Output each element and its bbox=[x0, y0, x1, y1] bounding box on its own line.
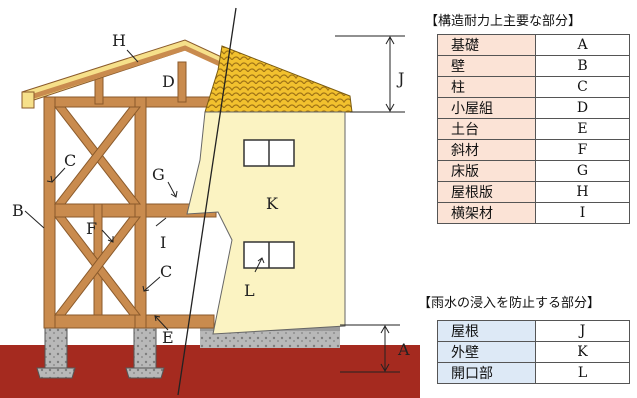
brace-lower-b bbox=[53, 216, 142, 316]
post-upper-right bbox=[177, 61, 187, 103]
label-e: E bbox=[162, 328, 174, 347]
label-g: G bbox=[152, 165, 165, 184]
part-code: K bbox=[535, 341, 630, 363]
dimension-j bbox=[335, 35, 405, 113]
gravel-strip bbox=[200, 330, 340, 348]
post-left bbox=[43, 96, 56, 329]
top-plate bbox=[43, 96, 215, 108]
structural-table-title: 【構造耐力上主要な部分】 bbox=[425, 14, 582, 29]
exterior-wall bbox=[186, 111, 346, 335]
part-code: E bbox=[535, 118, 630, 140]
part-code: J bbox=[535, 320, 630, 342]
part-code: D bbox=[535, 97, 630, 119]
roof-frame bbox=[21, 39, 229, 109]
part-name: 基礎 bbox=[437, 34, 536, 56]
part-name: 柱 bbox=[437, 76, 536, 98]
tiled-roof bbox=[204, 45, 353, 113]
part-name: 横架材 bbox=[437, 202, 536, 224]
label-h: H bbox=[112, 31, 126, 50]
cut-line bbox=[177, 7, 237, 396]
part-code: G bbox=[535, 160, 630, 182]
part-name: 土台 bbox=[437, 118, 536, 140]
label-a: A bbox=[397, 340, 410, 359]
dimension-a bbox=[340, 324, 400, 373]
label-b: B bbox=[12, 201, 24, 220]
part-code: C bbox=[535, 76, 630, 98]
window-upper bbox=[243, 139, 295, 167]
label-d: D bbox=[162, 72, 175, 91]
part-name: 小屋組 bbox=[437, 97, 536, 119]
rain-table-title: 【雨水の浸入を防止する部分】 bbox=[418, 296, 601, 311]
foundation-footing-center bbox=[125, 327, 165, 379]
foundation-footing-left bbox=[36, 327, 76, 379]
window-lower bbox=[243, 241, 295, 269]
part-code: I bbox=[535, 202, 630, 224]
post-center bbox=[134, 96, 147, 329]
part-name: 屋根 bbox=[437, 320, 536, 342]
label-c-lower: C bbox=[160, 262, 172, 281]
house-structure-diagram: H D C G B I F C E K L J A bbox=[0, 7, 420, 398]
part-code: H bbox=[535, 181, 630, 203]
part-code: A bbox=[535, 34, 630, 56]
part-name: 開口部 bbox=[437, 362, 536, 384]
part-code: B bbox=[535, 55, 630, 77]
part-code: F bbox=[535, 139, 630, 161]
part-name: 斜材 bbox=[437, 139, 536, 161]
part-name: 床版 bbox=[437, 160, 536, 182]
label-j: J bbox=[396, 69, 404, 88]
label-l: L bbox=[244, 281, 255, 300]
label-c-upper: C bbox=[64, 151, 76, 170]
brace-upper-b bbox=[53, 106, 142, 205]
part-code: L bbox=[535, 362, 630, 384]
label-k: K bbox=[266, 194, 279, 213]
wood-frame bbox=[43, 61, 217, 329]
part-name: 屋根版 bbox=[437, 181, 536, 203]
part-name: 壁 bbox=[437, 55, 536, 77]
label-f: F bbox=[86, 219, 97, 238]
leader-lines bbox=[24, 49, 265, 331]
label-i: I bbox=[160, 233, 166, 252]
part-name: 外壁 bbox=[437, 341, 536, 363]
